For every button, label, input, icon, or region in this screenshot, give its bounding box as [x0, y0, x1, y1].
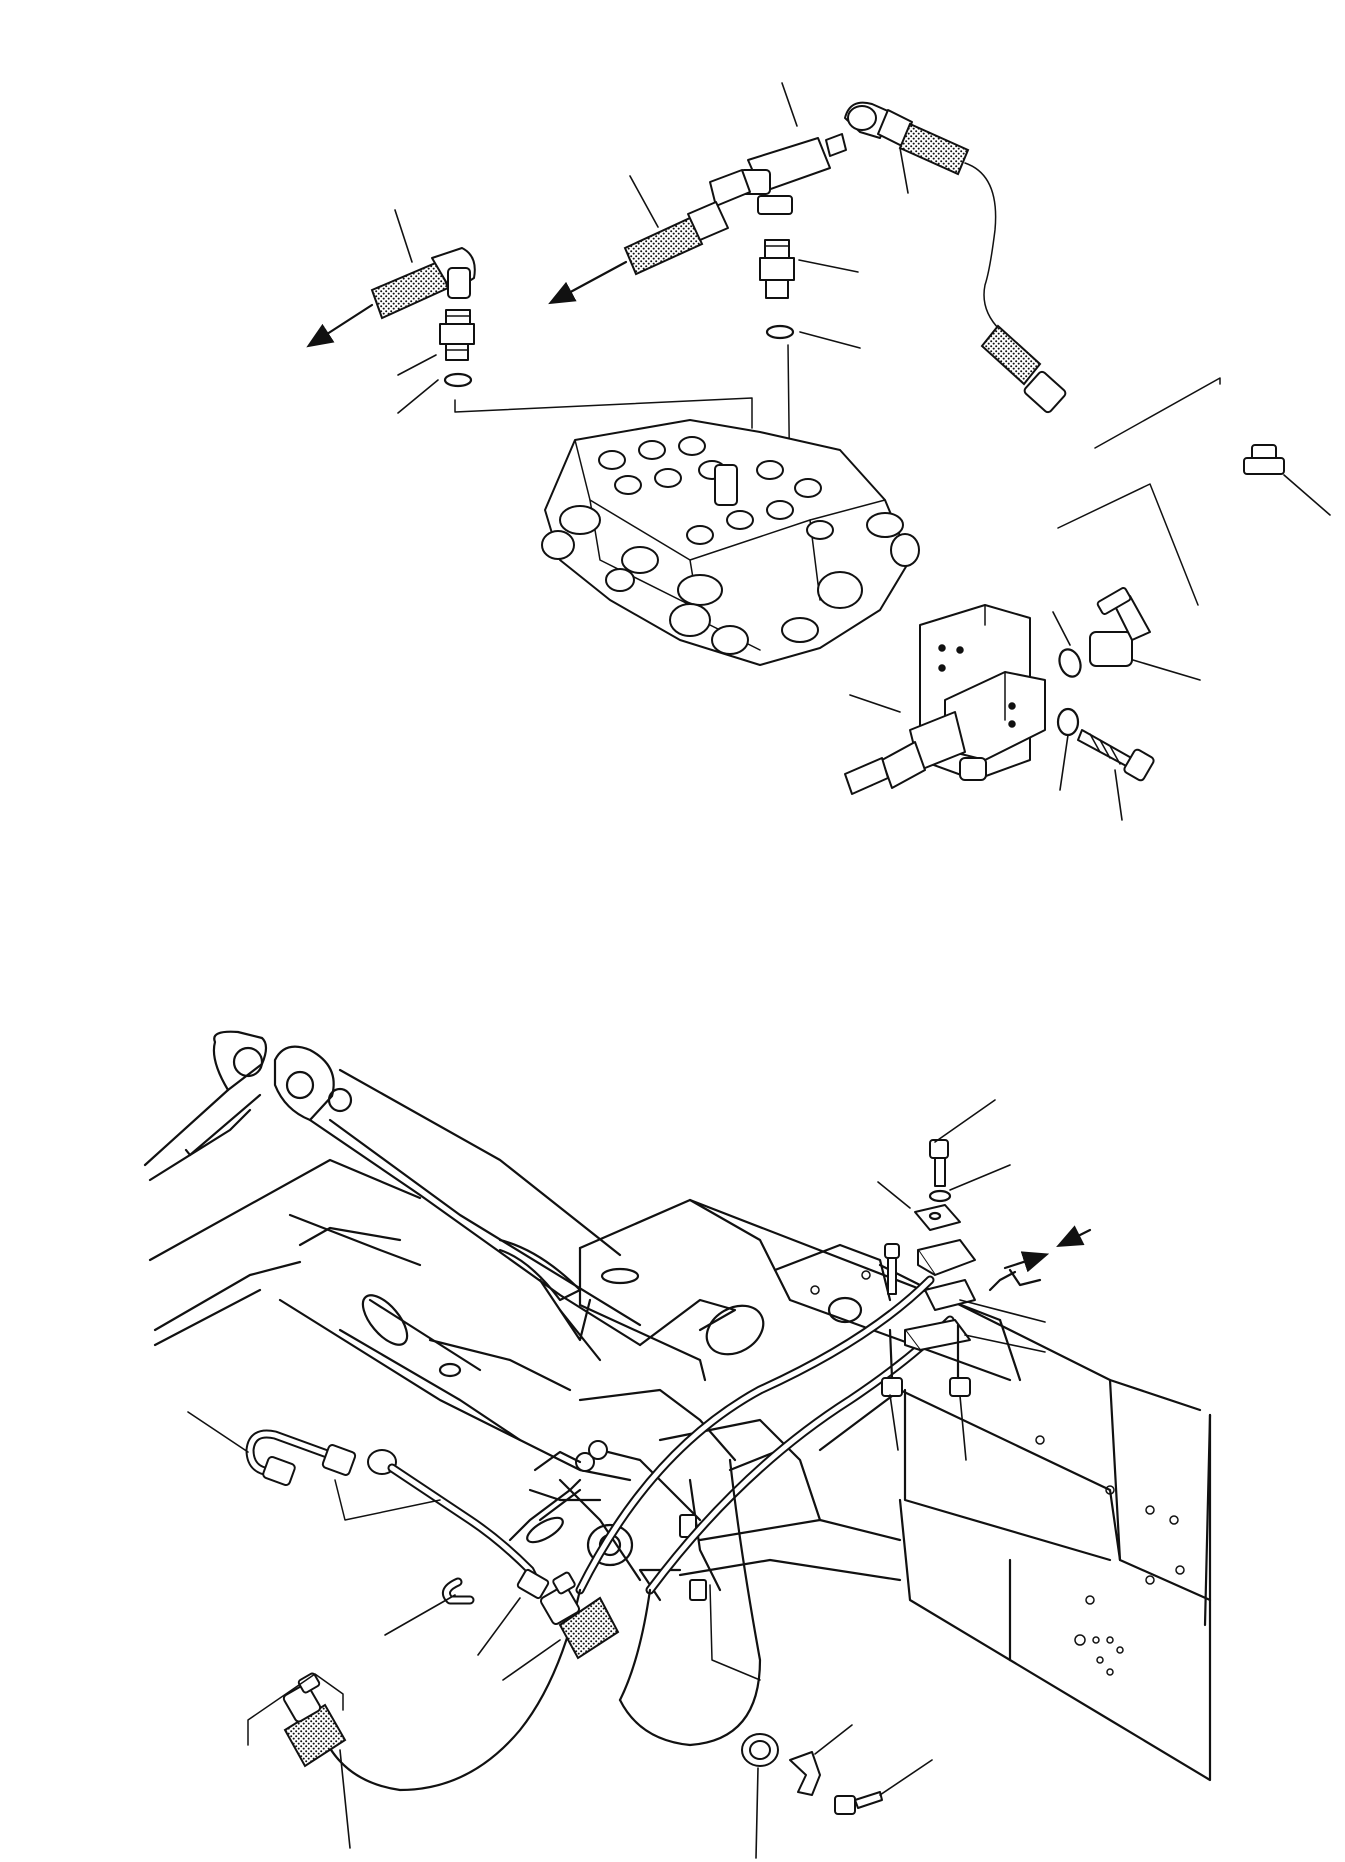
lower-leaders — [187, 1099, 1046, 1859]
grommet — [741, 1733, 779, 1767]
washer — [1056, 707, 1080, 737]
center-tee-fitting — [709, 133, 847, 215]
u-bend-pipe — [245, 1429, 357, 1486]
upper-leaders — [394, 82, 1331, 821]
lower-figure — [143, 1030, 1212, 1859]
center-left-hose — [548, 201, 729, 305]
switch-elbow — [1089, 587, 1151, 667]
tube-assembly — [367, 1449, 550, 1605]
switch-o-ring — [1058, 648, 1082, 678]
hose-clip — [789, 1751, 821, 1796]
upper-figure — [306, 82, 1331, 821]
bolt — [1077, 729, 1155, 782]
junction-fitting — [508, 1440, 608, 1544]
center-o-ring — [765, 324, 795, 340]
main-frame — [528, 1198, 1212, 1782]
center-fitting — [759, 239, 795, 299]
left-o-ring — [443, 372, 473, 388]
pressure-switch — [844, 671, 1046, 795]
clamp-assembly — [881, 1139, 976, 1397]
left-elbow-hose — [306, 247, 476, 348]
boom-frame — [143, 1030, 642, 1482]
plug — [1243, 444, 1285, 475]
upper-right-hose — [844, 101, 1067, 414]
control-valve — [541, 419, 920, 666]
lower-hose-center — [539, 1571, 620, 1660]
left-fitting — [439, 309, 475, 361]
flow-arrows — [1003, 1225, 1092, 1273]
clip-bolt — [834, 1791, 883, 1815]
lower-hose-left — [282, 1672, 347, 1768]
